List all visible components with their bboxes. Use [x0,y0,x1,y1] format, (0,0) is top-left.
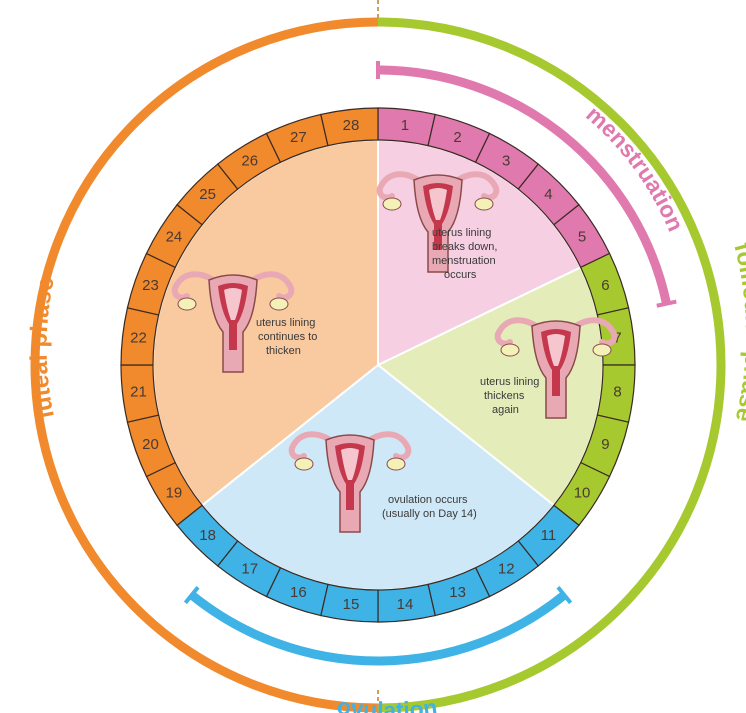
phase-sectors [153,140,603,590]
day-number: 23 [142,277,159,294]
day-number: 1 [401,117,409,134]
menstruation-caption-line: uterus lining [432,227,491,239]
day-number: 11 [541,527,557,544]
ovulation-caption-line: ovulation occurs [388,494,468,506]
luteal-caption-line: continues to [258,331,317,343]
day-number: 14 [397,596,414,613]
day-number: 18 [199,527,216,544]
day-number: 19 [166,485,183,502]
menstruation-caption-line: breaks down, [432,241,497,253]
day-number: 6 [601,277,609,294]
follicular-phase-label: follicular phase [728,240,746,425]
day-number: 25 [199,186,216,203]
day-number: 20 [142,436,159,453]
day-number: 5 [578,228,586,245]
menstruation-caption-line: occurs [444,269,477,281]
day-number: 21 [130,383,147,400]
luteal-phase-label-text: luteal phase [26,275,60,421]
menstruation-caption-line: menstruation [432,255,496,267]
ovulation-label-text: ovulation [335,693,438,713]
follicular-caption-line: thickens [484,390,525,402]
day-number: 24 [166,228,183,245]
luteal-phase-label: luteal phase [26,275,60,421]
day-number: 9 [601,436,609,453]
follicular-phase-label-text: follicular phase [728,240,746,425]
day-number: 8 [613,383,621,400]
follicular-caption-line: again [492,404,519,416]
day-number: 28 [343,117,360,134]
day-number: 10 [574,485,591,502]
day-number: 2 [453,129,461,146]
day-number: 15 [343,596,360,613]
menstruation-bracket-end-tick [657,302,677,306]
day-number: 27 [290,129,307,146]
luteal-caption-line: thicken [266,345,301,357]
day-number: 22 [130,330,147,347]
day-number: 17 [241,561,258,578]
day-number: 4 [544,186,552,203]
day-number: 12 [498,561,515,578]
day-number: 13 [449,584,466,601]
day-number: 16 [290,584,307,601]
ovulation-label: ovulation [335,693,438,713]
day-number: 3 [502,152,510,169]
luteal-caption-line: uterus lining [256,317,315,329]
follicular-caption-line: uterus lining [480,376,539,388]
day-number: 26 [241,152,258,169]
ovulation-caption-line: (usually on Day 14) [382,508,477,520]
